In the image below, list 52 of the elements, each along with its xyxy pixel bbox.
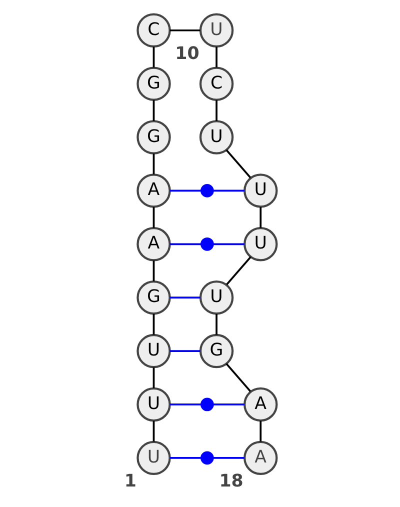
node-circle: U xyxy=(198,13,234,48)
connector xyxy=(152,100,154,121)
connector xyxy=(152,154,154,174)
connector xyxy=(212,456,244,459)
node-circle: A xyxy=(243,440,278,476)
connector xyxy=(215,100,217,121)
connector xyxy=(169,296,200,299)
connector xyxy=(259,420,262,442)
node-circle: U xyxy=(136,387,170,422)
node-circle: U xyxy=(198,280,234,315)
connector xyxy=(152,207,154,228)
connector xyxy=(212,243,244,246)
node-circle xyxy=(200,237,214,251)
connector xyxy=(259,207,262,228)
connector xyxy=(226,256,251,286)
node-label: 18 xyxy=(218,472,243,492)
connector xyxy=(215,46,217,68)
connector xyxy=(215,314,217,335)
connector xyxy=(169,350,200,352)
node-label: 1 xyxy=(124,472,136,492)
node-circle: C xyxy=(136,13,170,48)
node-circle: A xyxy=(136,227,170,262)
node-circle: U xyxy=(243,227,278,262)
connector xyxy=(170,404,200,406)
node-circle: U xyxy=(198,120,234,154)
connector xyxy=(212,190,244,192)
node-circle: C xyxy=(198,66,234,101)
node-circle: G xyxy=(136,66,170,101)
connector xyxy=(152,260,154,282)
node-circle xyxy=(200,398,214,412)
node-circle xyxy=(200,184,214,198)
connector xyxy=(225,149,251,178)
connector xyxy=(225,363,251,392)
connector xyxy=(152,46,154,68)
node-circle: A xyxy=(136,174,170,208)
node-circle: U xyxy=(243,174,278,208)
connector xyxy=(170,190,200,192)
connector xyxy=(212,404,244,406)
node-circle: A xyxy=(243,387,278,422)
node-circle: G xyxy=(136,120,170,154)
connector xyxy=(170,456,200,459)
node-circle: U xyxy=(136,440,170,476)
connector xyxy=(152,314,154,335)
connector xyxy=(170,243,200,246)
node-label: 10 xyxy=(174,44,199,64)
connector xyxy=(152,420,154,442)
connector xyxy=(152,367,154,388)
connector xyxy=(169,29,200,32)
node-circle xyxy=(200,451,214,465)
node-circle: G xyxy=(136,280,170,315)
node-circle: U xyxy=(136,334,170,368)
node-circle: G xyxy=(198,334,234,368)
